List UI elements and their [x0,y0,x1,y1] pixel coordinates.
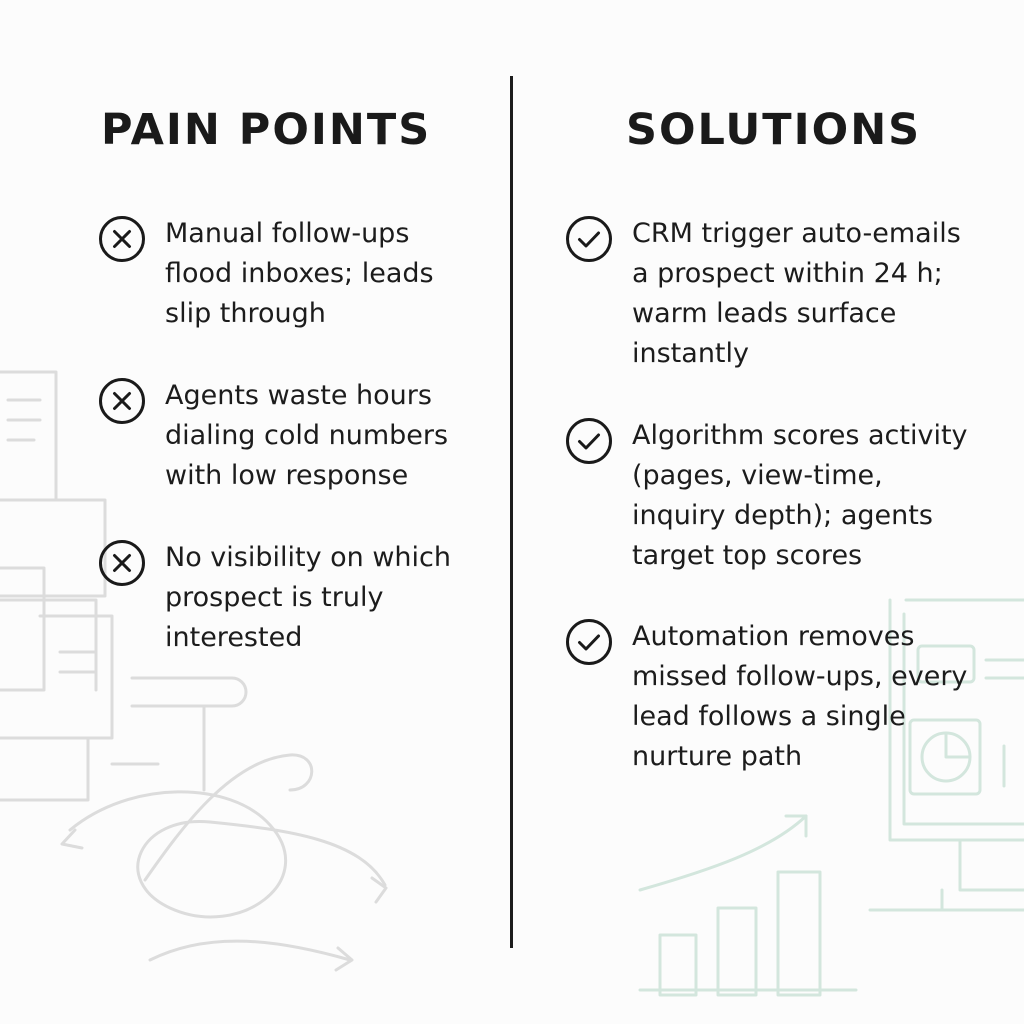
pain-point-text: Agents waste hours dialing cold numbers … [165,380,449,491]
x-circle-icon [99,378,145,424]
column-divider [510,76,513,948]
pain-point-text: No visibility on which prospect is truly… [165,542,452,653]
solution-text: Algorithm scores activity (pages, view-t… [632,420,968,571]
solution-text: CRM trigger auto-emails a prospect withi… [632,218,961,369]
documents-tangle-illustration [0,370,388,972]
pain-point-item: No visibility on which prospect is truly… [98,538,465,658]
check-circle-icon [566,418,612,464]
solution-item: CRM trigger auto-emails a prospect withi… [565,214,982,374]
x-circle-icon [99,540,145,586]
solutions-heading: SOLUTIONS [626,105,922,155]
solution-item: Automation removes missed follow-ups, ev… [565,617,982,777]
x-circle-icon [99,216,145,262]
check-circle-icon [566,619,612,665]
solution-text: Automation removes missed follow-ups, ev… [632,621,968,772]
pain-point-item: Agents waste hours dialing cold numbers … [98,376,465,496]
check-circle-icon [566,216,612,262]
solution-item: Algorithm scores activity (pages, view-t… [565,416,982,576]
pain-point-text: Manual follow-ups flood inboxes; leads s… [165,218,434,329]
pain-points-heading: PAIN POINTS [101,105,432,155]
monitor-growth-illustration [638,598,1024,997]
pain-point-item: Manual follow-ups flood inboxes; leads s… [98,214,465,334]
